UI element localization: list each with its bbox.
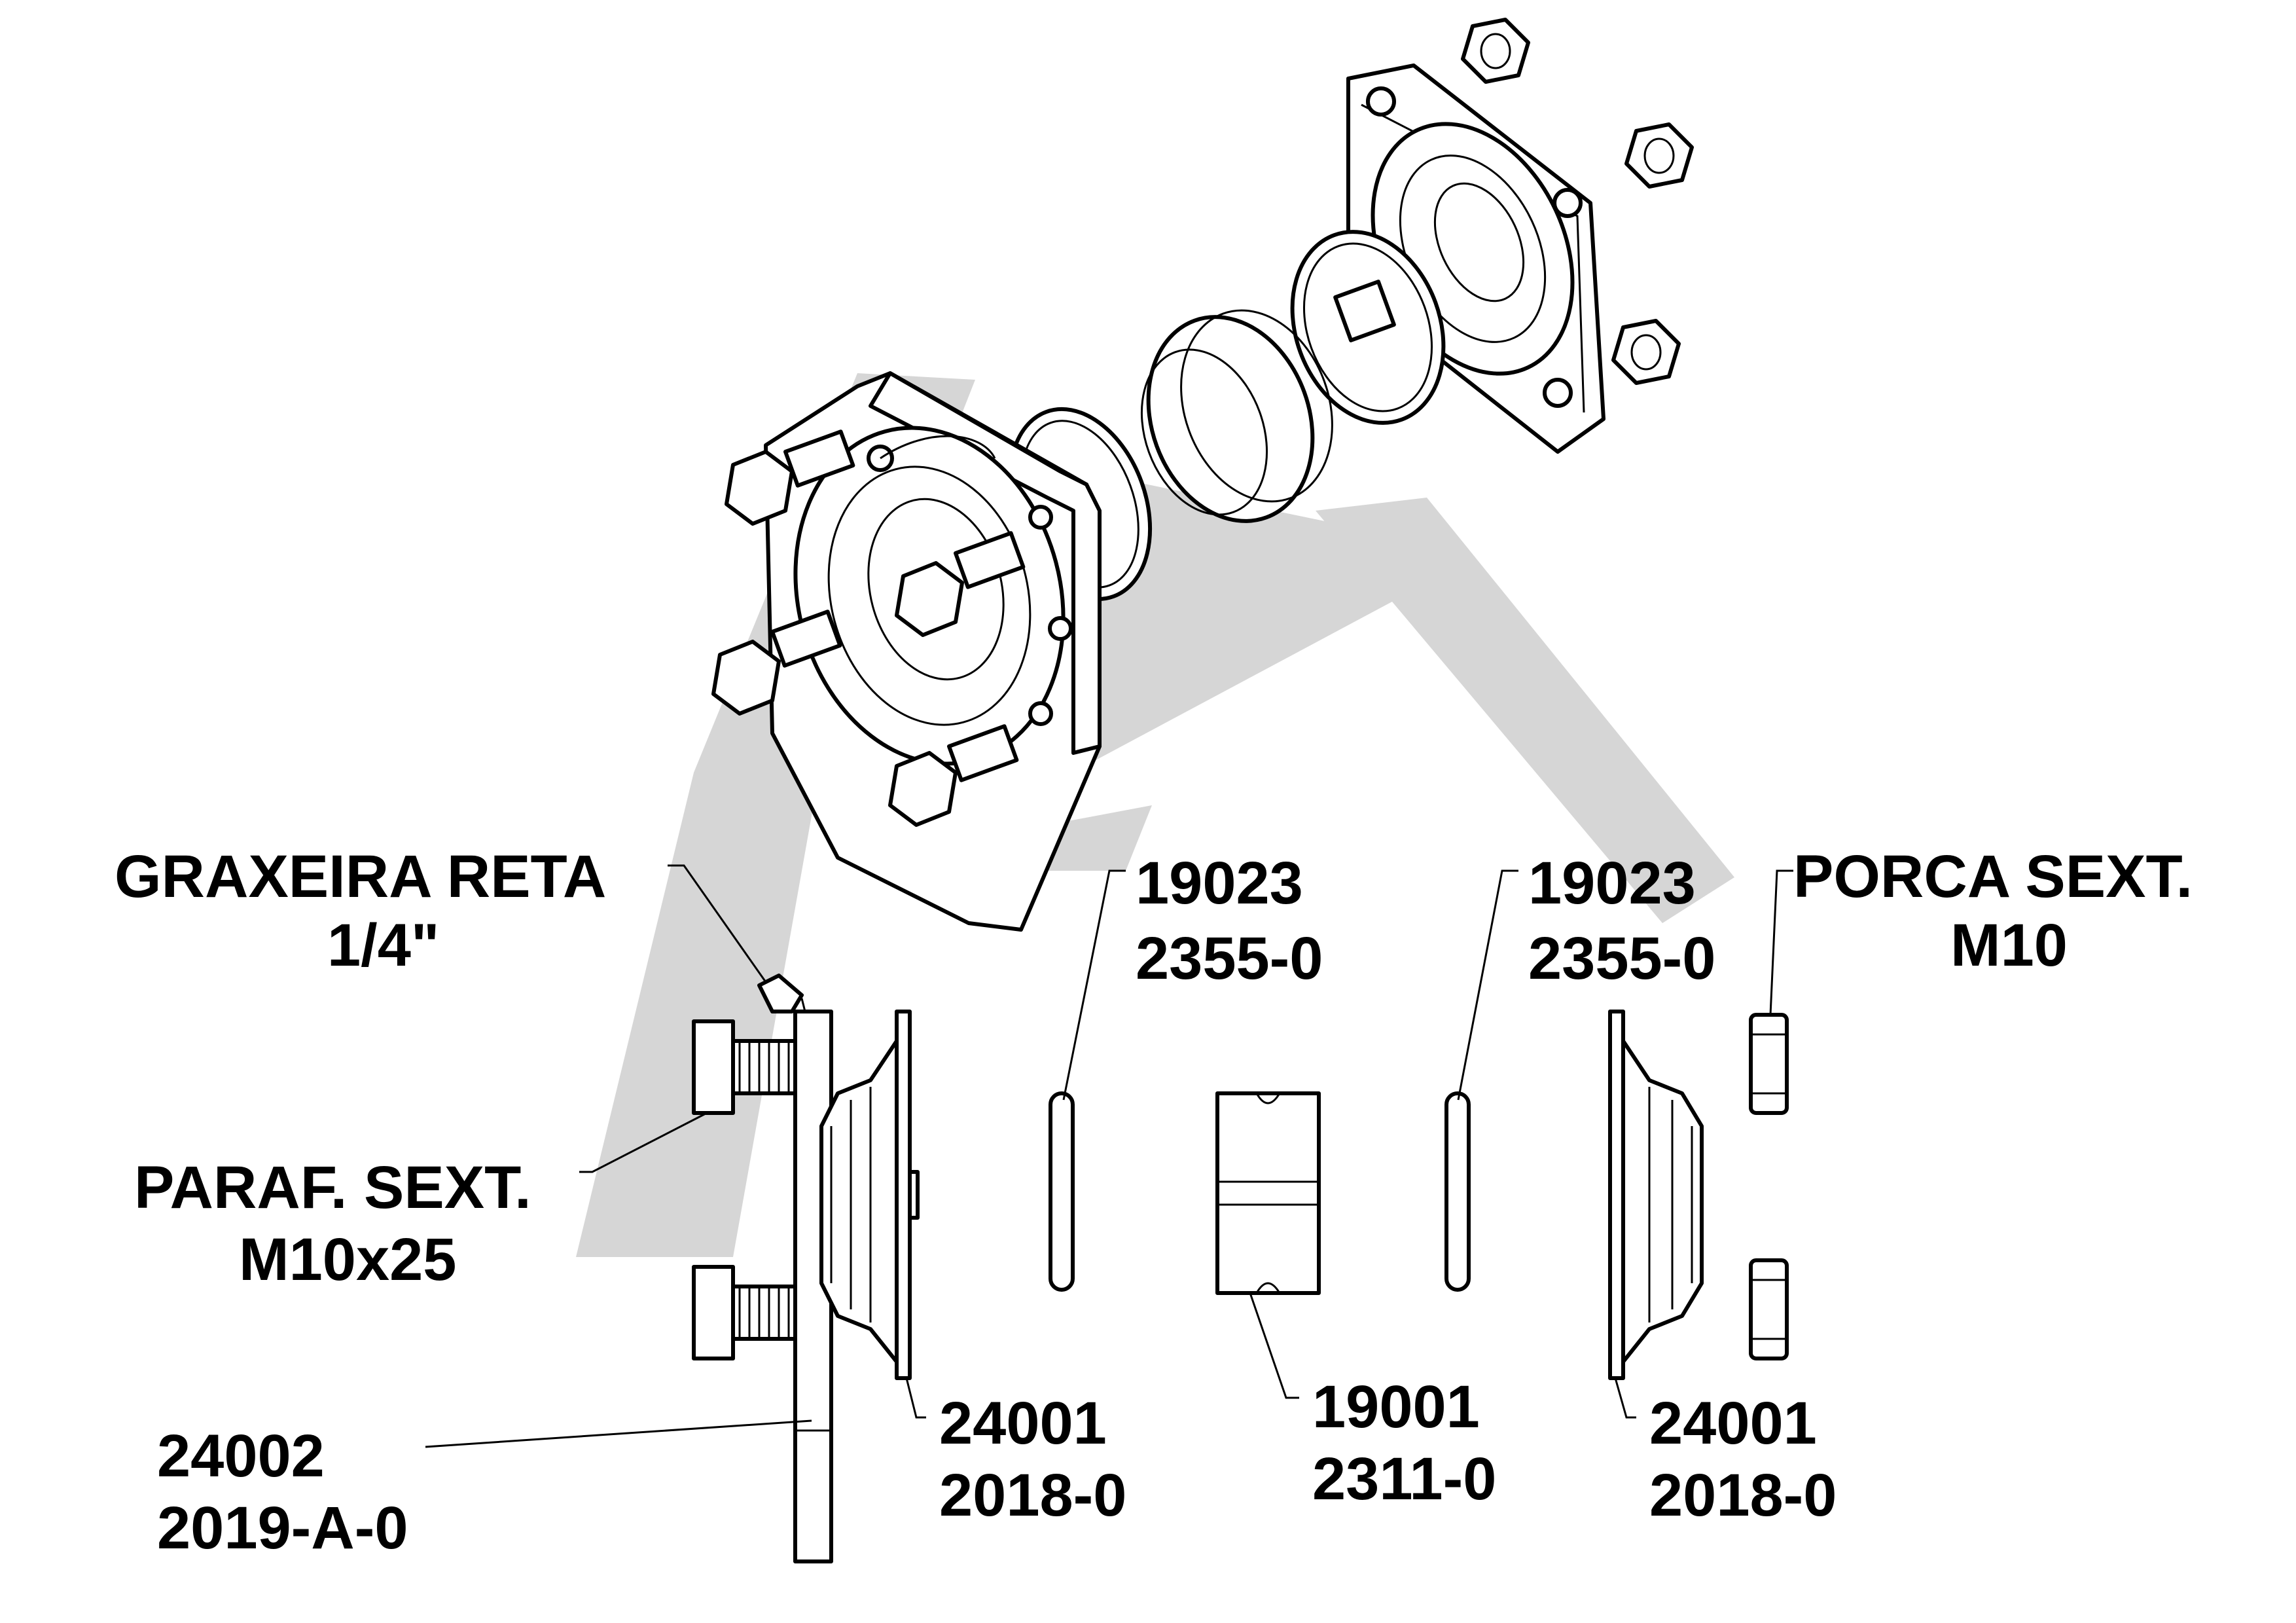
label-oring-left-line1: 19023 [1136, 850, 1303, 917]
leader-oring-left [1062, 869, 1126, 1101]
side-nut-top [1749, 1013, 1789, 1115]
leader-oring-right [1457, 869, 1518, 1101]
label-flange-left-line1: 24001 [939, 1390, 1107, 1457]
label-parafuso-line1: PARAF. SEXT. [134, 1154, 531, 1221]
leader-bushing [1249, 1292, 1299, 1399]
iso-bearing-housing [764, 371, 1102, 932]
label-bushing-line1: 19001 [1312, 1374, 1480, 1440]
side-oring-right [1444, 1091, 1471, 1292]
label-graxeira-line2: 1/4" [327, 912, 440, 979]
leader-graxeira [668, 864, 767, 983]
label-porca-line1: PORCA SEXT. [1793, 843, 2193, 910]
leader-flange-right [1614, 1377, 1636, 1419]
label-flange-right-line1: 24001 [1649, 1390, 1817, 1457]
side-grease-fitting [757, 974, 806, 1013]
side-bolt-top [692, 1019, 797, 1115]
side-oring-left [1049, 1091, 1075, 1292]
iso-bolt-1 [725, 429, 855, 526]
iso-grease-fitting [867, 435, 996, 472]
iso-oring-right [1290, 230, 1446, 425]
label-parafuso-line2: M10x25 [239, 1226, 456, 1293]
label-oring-right-line1: 19023 [1528, 850, 1696, 917]
label-oring-right-line2: 2355-0 [1528, 925, 1715, 992]
label-bushing-line2: 2311-0 [1312, 1446, 1496, 1512]
side-bolt-bottom [692, 1265, 797, 1360]
label-porca-line2: M10 [1950, 912, 2068, 979]
side-bushing [1215, 1091, 1321, 1295]
leader-lines [425, 864, 1793, 1448]
iso-bolt-4 [888, 724, 1019, 827]
iso-nut-3 [1611, 319, 1681, 385]
leader-flange-base [425, 1419, 812, 1448]
label-flange-left-line2: 2018-0 [939, 1462, 1126, 1529]
iso-nut-1 [1461, 18, 1530, 84]
side-flange-left [819, 1010, 920, 1380]
label-flange-right-line2: 2018-0 [1649, 1462, 1837, 1529]
iso-view [711, 18, 1694, 932]
label-graxeira-line1: GRAXEIRA RETA [115, 843, 606, 910]
iso-bushing [1140, 309, 1333, 523]
label-oring-left-line2: 2355-0 [1136, 925, 1323, 992]
iso-bolt-2 [711, 610, 842, 716]
iso-nut-2 [1624, 122, 1694, 189]
iso-bolt-3 [895, 531, 1026, 637]
leader-flange-left [905, 1377, 926, 1419]
side-view [692, 974, 1789, 1563]
side-nut-bottom [1749, 1258, 1789, 1360]
leader-porca [1769, 869, 1793, 1015]
side-flange-right [1608, 1010, 1704, 1380]
part-labels: GRAXEIRA RETA 1/4" PARAF. SEXT. M10x25 2… [115, 843, 2193, 1561]
label-flange-base-line2: 2019-A-0 [157, 1495, 408, 1561]
label-flange-base-line1: 24002 [157, 1423, 325, 1489]
leader-parafuso [579, 1112, 708, 1173]
